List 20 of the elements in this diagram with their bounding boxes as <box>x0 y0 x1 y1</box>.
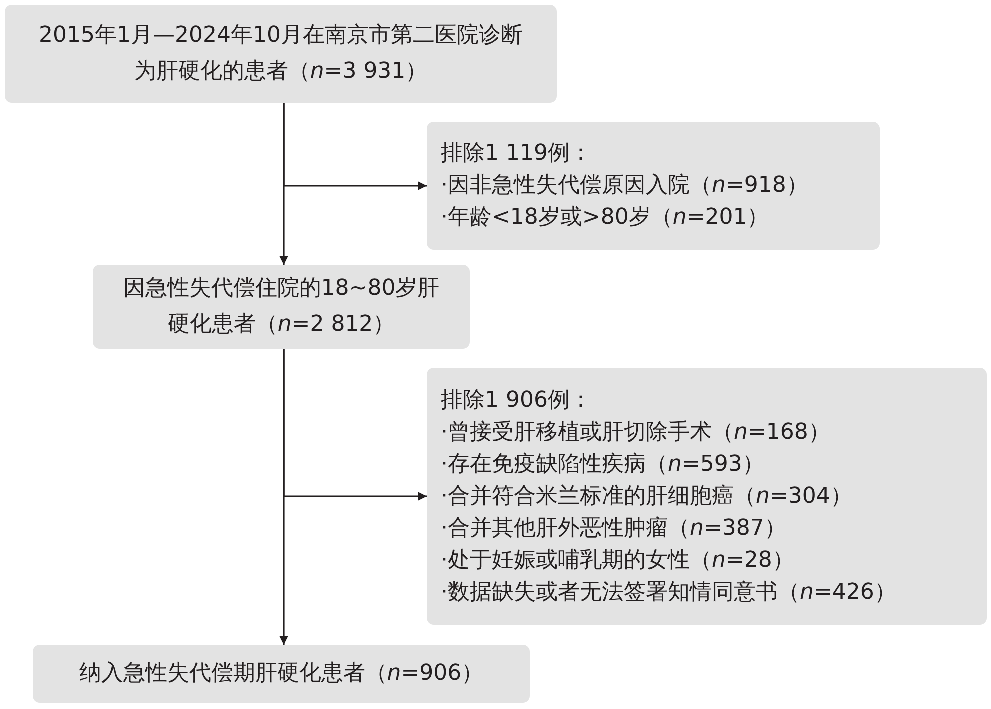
list-item: ·合并其他肝外恶性肿瘤（n=387） <box>441 514 786 542</box>
node-text: 2015年1月—2024年10月在南京市第二医院诊断为肝硬化的患者（n=3 931） <box>38 22 524 86</box>
list-item: ·存在免疫缺陷性疾病（n=593） <box>441 450 764 478</box>
arrow <box>283 349 427 501</box>
list-item: ·因非急性失代偿原因入院（n=918） <box>441 172 808 200</box>
heading-text: 排除1 119例： <box>441 140 592 168</box>
list-item: ·数据缺失或者无法签署知情同意书（n=426） <box>441 578 896 606</box>
process-box <box>33 645 530 703</box>
arrow <box>283 103 427 190</box>
list-item: ·年龄<18岁或>80岁（n=201） <box>441 204 770 232</box>
heading-text: 排除1 906例： <box>441 386 592 414</box>
process-box <box>5 5 557 103</box>
node-text: 因急性失代偿住院的18~80岁肝硬化患者（n=2 812） <box>122 275 441 339</box>
exclusion-box <box>427 122 880 250</box>
list-item: ·曾接受肝移植或肝切除手术（n=168） <box>441 418 830 446</box>
list-item: ·合并符合米兰标准的肝细胞癌（n=304） <box>441 482 852 510</box>
list-item: ·处于妊娠或哺乳期的女性（n=28） <box>441 546 794 574</box>
process-box <box>93 265 470 349</box>
node-text: 纳入急性失代偿期肝硬化患者（n=906） <box>79 660 484 688</box>
exclusion-box <box>427 368 987 625</box>
